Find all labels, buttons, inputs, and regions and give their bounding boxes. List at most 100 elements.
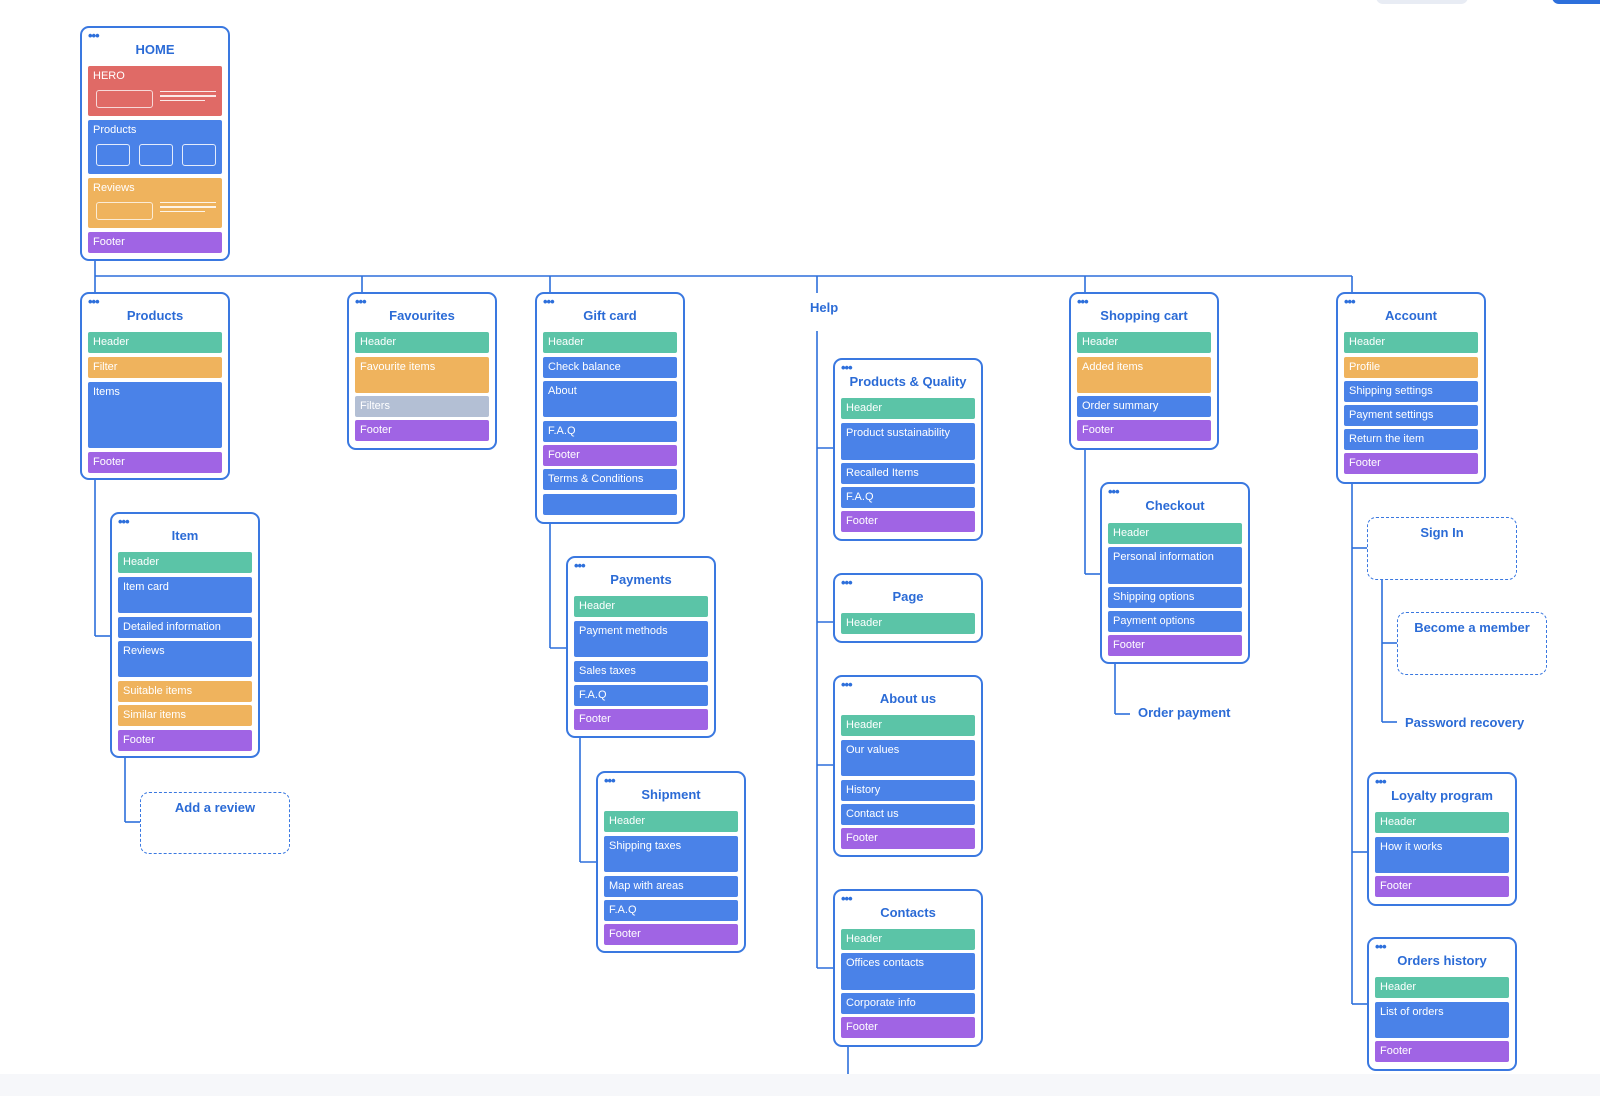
footer-section: Footer (1344, 453, 1478, 474)
home-page-card[interactable]: ••• HOME HERO Products Reviews Footer (80, 26, 230, 261)
page-title: Products (126, 308, 184, 323)
favourites-page-card[interactable]: ••• Favourites Header Favourite items Fi… (347, 292, 497, 450)
recalled-items-section: Recalled Items (841, 463, 975, 484)
footer-section: Footer (574, 709, 708, 730)
become-member-card[interactable]: Become a member (1397, 612, 1547, 675)
our-values-section: Our values (841, 740, 975, 776)
page-title: Gift card (583, 308, 637, 323)
header-section: Header (574, 596, 708, 617)
menu-dots-icon[interactable]: ••• (1375, 939, 1387, 954)
products-section: Products (88, 120, 222, 174)
gift-card-page-card[interactable]: ••• Gift card Header Check balance About… (535, 292, 685, 524)
reviews-section: Reviews (88, 178, 222, 228)
page-card[interactable]: ••• Page Header (833, 573, 983, 643)
header-section: Header (543, 332, 677, 353)
page-title: Contacts (880, 905, 936, 920)
page-title: Page (892, 589, 924, 604)
password-recovery-label[interactable]: Password recovery (1405, 715, 1525, 730)
terms-section: Terms & Conditions (543, 469, 677, 490)
canvas-bottom-edge (0, 1074, 1600, 1096)
footer-section: Footer (841, 511, 975, 532)
list-of-orders-section: List of orders (1375, 1002, 1509, 1038)
menu-dots-icon[interactable]: ••• (841, 891, 853, 906)
page-title: Sign In (1420, 525, 1464, 540)
page-title: Account (1385, 308, 1437, 323)
orders-history-page-card[interactable]: ••• Orders history Header List of orders… (1367, 937, 1517, 1071)
about-us-page-card[interactable]: ••• About us Header Our values History C… (833, 675, 983, 857)
menu-dots-icon[interactable]: ••• (604, 773, 616, 788)
filter-section: Filter (88, 357, 222, 378)
footer-section: Footer (604, 924, 738, 945)
return-item-section: Return the item (1344, 429, 1478, 450)
footer-section: Footer (1077, 420, 1211, 441)
add-review-card[interactable]: Add a review (140, 792, 290, 854)
menu-dots-icon[interactable]: ••• (574, 558, 586, 573)
filters-section: Filters (355, 396, 489, 417)
check-balance-section: Check balance (543, 357, 677, 378)
section-label: HERO (93, 70, 125, 82)
history-section: History (841, 780, 975, 801)
page-title: Checkout (1145, 498, 1205, 513)
suitable-items-section: Suitable items (118, 681, 252, 702)
help-label[interactable]: Help (810, 300, 839, 315)
menu-dots-icon[interactable]: ••• (88, 28, 100, 43)
loyalty-program-page-card[interactable]: ••• Loyalty program Header How it works … (1367, 772, 1517, 906)
offices-contacts-section: Offices contacts (841, 953, 975, 990)
shipping-options-section: Shipping options (1108, 587, 1242, 608)
product-card-placeholder-icon (139, 144, 173, 166)
header-section: Header (118, 552, 252, 573)
payments-page-card[interactable]: ••• Payments Header Payment methods Sale… (566, 556, 716, 738)
sign-in-card[interactable]: Sign In (1367, 517, 1517, 580)
menu-dots-icon[interactable]: ••• (1375, 774, 1387, 789)
product-sustainability-section: Product sustainability (841, 423, 975, 460)
menu-dots-icon[interactable]: ••• (355, 294, 367, 309)
detailed-information-section: Detailed information (118, 617, 252, 638)
reviews-section: Reviews (118, 641, 252, 677)
menu-dots-icon[interactable]: ••• (841, 677, 853, 692)
menu-dots-icon[interactable]: ••• (1344, 294, 1356, 309)
menu-dots-icon[interactable]: ••• (543, 294, 555, 309)
footer-section: Footer (1108, 635, 1242, 656)
page-title: Add a review (174, 800, 256, 815)
products-quality-page-card[interactable]: ••• Products & Quality Header Product su… (833, 358, 983, 541)
menu-dots-icon[interactable]: ••• (118, 514, 130, 529)
profile-section: Profile (1344, 357, 1478, 378)
checkout-page-card[interactable]: ••• Checkout Header Personal information… (1100, 482, 1250, 664)
similar-items-section: Similar items (118, 705, 252, 726)
page-title: Orders history (1397, 953, 1487, 968)
menu-dots-icon[interactable]: ••• (1077, 294, 1089, 309)
menu-dots-icon[interactable]: ••• (841, 575, 853, 590)
faq-section: F.A.Q (574, 685, 708, 706)
page-title: HOME (135, 42, 175, 57)
header-section: Header (841, 715, 975, 736)
products-page-card[interactable]: ••• Products Header Filter Items Footer (80, 292, 230, 480)
how-it-works-section: How it works (1375, 837, 1509, 873)
header-section: Header (1375, 812, 1509, 833)
shopping-cart-page-card[interactable]: ••• Shopping cart Header Added items Ord… (1069, 292, 1219, 450)
footer-section: Footer (841, 828, 975, 849)
footer-section: Footer (88, 232, 222, 253)
item-card-section: Item card (118, 577, 252, 613)
page-title: Shopping cart (1100, 308, 1188, 323)
contacts-page-card[interactable]: ••• Contacts Header Offices contacts Cor… (833, 889, 983, 1047)
shipment-page-card[interactable]: ••• Shipment Header Shipping taxes Map w… (596, 771, 746, 953)
footer-section: Footer (118, 730, 252, 751)
footer-section: Footer (355, 420, 489, 441)
account-page-card[interactable]: ••• Account Header Profile Shipping sett… (1336, 292, 1486, 484)
payment-settings-section: Payment settings (1344, 405, 1478, 426)
personal-information-section: Personal information (1108, 547, 1242, 584)
item-page-card[interactable]: ••• Item Header Item card Detailed infor… (110, 512, 260, 758)
page-title: Loyalty program (1391, 788, 1493, 803)
contact-us-section: Contact us (841, 804, 975, 825)
menu-dots-icon[interactable]: ••• (1108, 484, 1120, 499)
page-title: Favourites (389, 308, 455, 323)
menu-dots-icon[interactable]: ••• (841, 360, 853, 375)
corporate-info-section: Corporate info (841, 993, 975, 1014)
order-payment-label[interactable]: Order payment (1138, 705, 1231, 720)
button-placeholder-icon (96, 90, 153, 108)
faq-section: F.A.Q (543, 421, 677, 442)
section-label: Products (93, 124, 137, 136)
menu-dots-icon[interactable]: ••• (88, 294, 100, 309)
page-title: About us (879, 691, 937, 706)
header-section: Header (1344, 332, 1478, 353)
